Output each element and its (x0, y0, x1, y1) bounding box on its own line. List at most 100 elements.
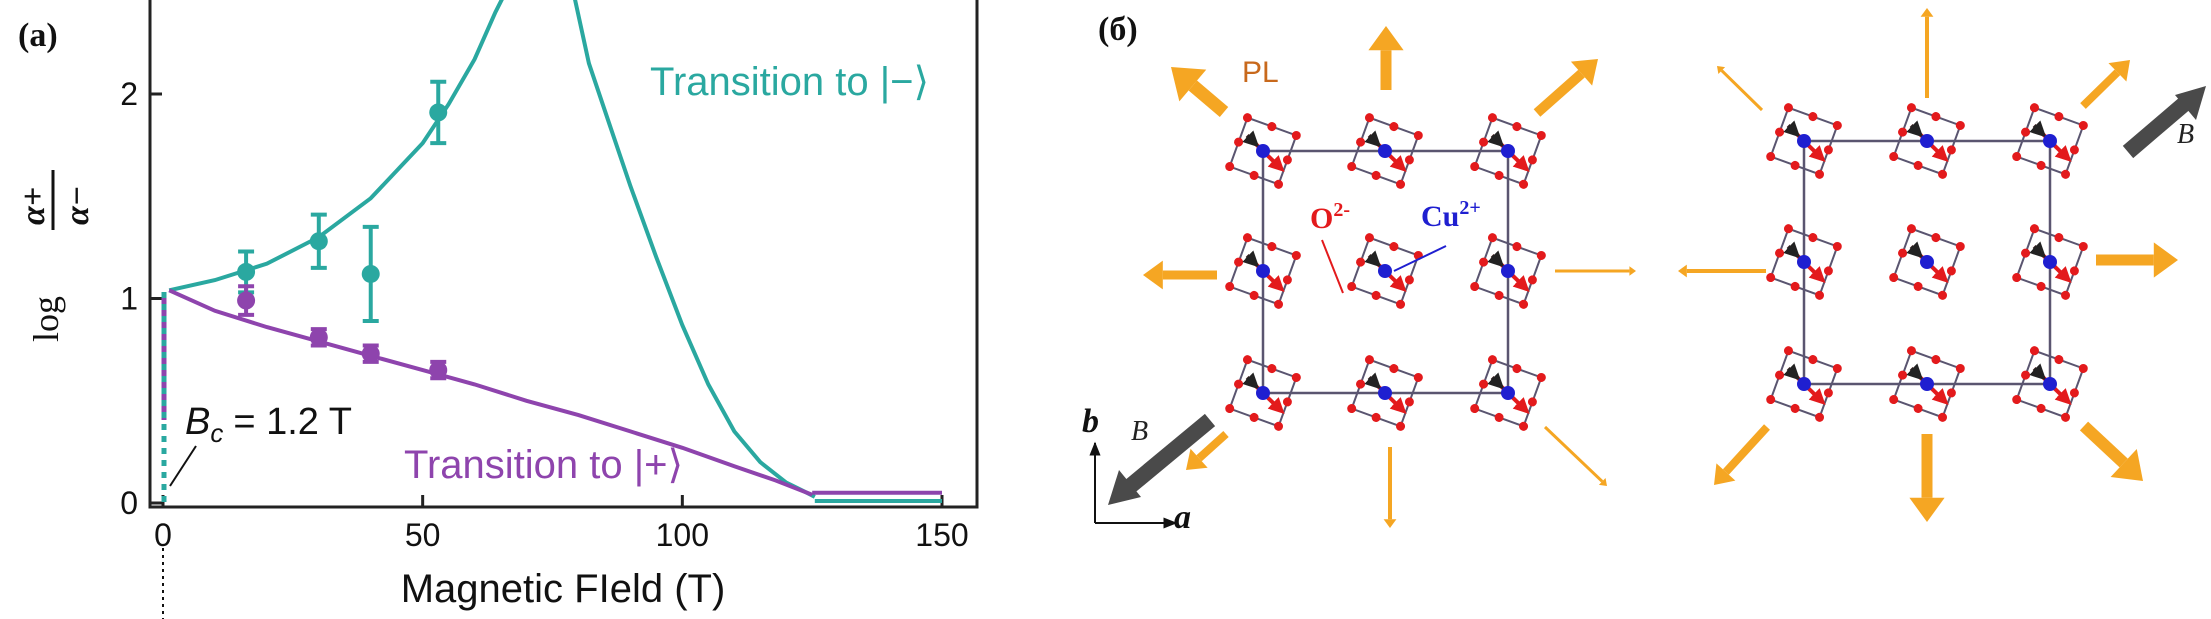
cuo4-plaquette (1470, 355, 1546, 431)
oxygen-atom (1282, 155, 1292, 165)
oxygen-atom (2069, 388, 2079, 398)
oxygen-atom (1356, 137, 1366, 147)
oxygen-atom (1487, 355, 1497, 365)
copper-atom (1797, 255, 1811, 269)
oxygen-atom (1790, 281, 1800, 291)
pl-label: PL (1242, 56, 1279, 89)
pl-arrows (1143, 8, 2178, 528)
copper-atom (1378, 144, 1392, 158)
spin-arrow-tail (2029, 241, 2047, 259)
field-arrow-right (2122, 92, 2196, 159)
oxygen-atom (1527, 155, 1537, 165)
pl-arrow-shaft (1720, 69, 1764, 112)
oxygen-atom (1282, 275, 1292, 285)
oxygen-atom (2061, 290, 2071, 300)
oxygen-atom (1946, 388, 1956, 398)
oxygen-atom (1389, 242, 1399, 252)
cuo4-plaquette (2012, 346, 2088, 422)
oxygen-atom (1371, 290, 1381, 300)
oxygen-atom (2029, 103, 2039, 113)
pl-arrow-head (1909, 497, 1945, 522)
oxygen-atom (1234, 257, 1244, 267)
oxygen-atom (1938, 290, 1948, 300)
pl-arrow-head (1383, 519, 1397, 528)
oxygen-atom (2061, 169, 2071, 179)
cuo4-plaquette (1347, 355, 1423, 431)
oxygen-atom (1938, 169, 1948, 179)
oxygen-atom (2012, 152, 2022, 162)
bc-symbol: B (185, 401, 210, 443)
data-points (237, 79, 448, 381)
oxygen-label: O2- (1310, 199, 1350, 235)
oxygen-atom (1931, 112, 1941, 122)
oxygen-atom (1512, 242, 1522, 252)
axis-a-label: a (1174, 499, 1191, 536)
oxygen-atom (1775, 248, 1785, 258)
oxygen-atom (1396, 421, 1406, 431)
oxygen-atom (1282, 397, 1292, 407)
oxygen-atom (1955, 120, 1965, 130)
data-point-plus (309, 328, 328, 347)
cuo4-plaquette (1889, 346, 1965, 422)
oxygen-atom (1267, 122, 1277, 132)
pl-arrow-head (1598, 477, 1607, 486)
bc-pointer-line (169, 445, 197, 487)
oxygen-atom (1347, 282, 1357, 292)
oxygen-atom (1389, 122, 1399, 132)
oxygen-atom (1832, 363, 1842, 373)
bc-value: = 1.2 T (233, 401, 352, 443)
copper-atom (1501, 386, 1515, 400)
oxygen-atom (1808, 233, 1818, 243)
oxygen-atom (1404, 155, 1414, 165)
spin-arrow-tail (1487, 250, 1505, 268)
pl-arrow-head (1171, 67, 1207, 102)
oxygen-atom (1413, 372, 1423, 382)
cuo4-plaquette (1766, 346, 1842, 422)
cuo4-plaquette (1347, 113, 1423, 189)
oxygen-atom (2078, 363, 2088, 373)
pl-arrow-shaft (1722, 424, 1770, 475)
panel-a-label: (a) (18, 17, 58, 54)
oxygen-symbol: O (1310, 202, 1333, 235)
pl-arrow-head (1678, 264, 1687, 278)
oxygen-atom (1470, 404, 1480, 414)
pl-arrow-shaft (1533, 69, 1585, 117)
oxygen-atom (1371, 412, 1381, 422)
oxygen-atom (1823, 145, 1833, 155)
spin-arrow-tail (1364, 372, 1382, 390)
oxygen-atom (1775, 127, 1785, 137)
x-axis-label: Magnetic FIeld (T) (401, 567, 726, 611)
oxygen-atom (1371, 170, 1381, 180)
oxygen-atom (1898, 248, 1908, 258)
oxygen-atom (1815, 290, 1825, 300)
oxygen-atom (1832, 120, 1842, 130)
panel-b-label: (б) (1098, 11, 1138, 48)
oxygen-atom (2036, 403, 2046, 413)
oxygen-atom (1249, 412, 1259, 422)
copper-atom (1797, 134, 1811, 148)
oxygen-atom (1487, 113, 1497, 123)
copper-pointer (1393, 245, 1447, 272)
oxygen-atom (2054, 112, 2064, 122)
oxygen-atom (1815, 169, 1825, 179)
spin-arrow-tail (1487, 372, 1505, 390)
pl-arrow-head (1714, 463, 1736, 485)
spin-arrow-tail (1487, 130, 1505, 148)
cuo4-plaquette (1889, 103, 1965, 179)
y-tick-label: 0 (120, 485, 138, 521)
oxygen-atom (1494, 412, 1504, 422)
pl-arrow-head (2108, 60, 2130, 82)
data-point-minus (237, 262, 256, 281)
oxygen-atom (1823, 388, 1833, 398)
oxygen-atom (1815, 412, 1825, 422)
oxygen-atom (2021, 127, 2031, 137)
oxygen-atom (1356, 379, 1366, 389)
oxygen-atom (2078, 241, 2088, 251)
copper-symbol: Cu (1421, 200, 1459, 233)
oxygen-atom (1389, 364, 1399, 374)
oxygen-atom (1783, 103, 1793, 113)
spin-arrow-tail (1242, 372, 1260, 390)
oxygen-atom (1470, 162, 1480, 172)
